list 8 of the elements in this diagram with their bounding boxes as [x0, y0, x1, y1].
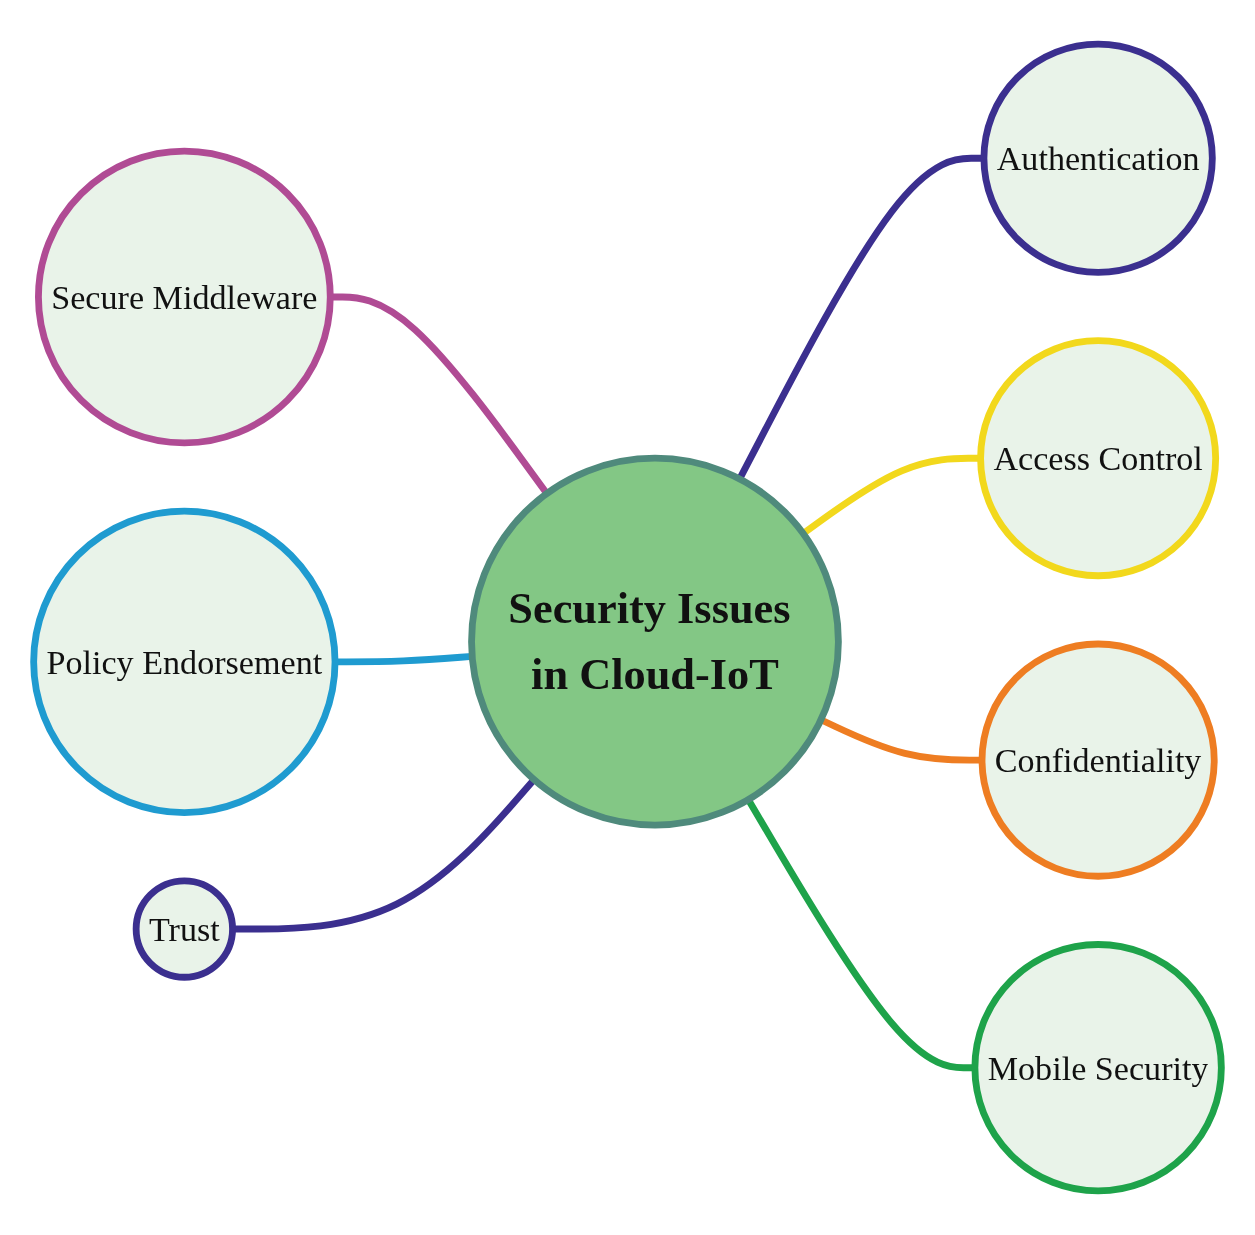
- node-circle: Access Control: [977, 337, 1220, 580]
- node-circle: Security Issues in Cloud-IoT: [468, 454, 842, 829]
- node-circle: Authentication: [980, 40, 1216, 276]
- node-circle: Confidentiality: [978, 640, 1218, 880]
- node-circle: Trust: [132, 877, 236, 981]
- node-circle: Policy Endorsement: [30, 507, 339, 816]
- node-circle: Secure Middleware: [35, 147, 334, 447]
- node-circle: Mobile Security: [971, 941, 1225, 1195]
